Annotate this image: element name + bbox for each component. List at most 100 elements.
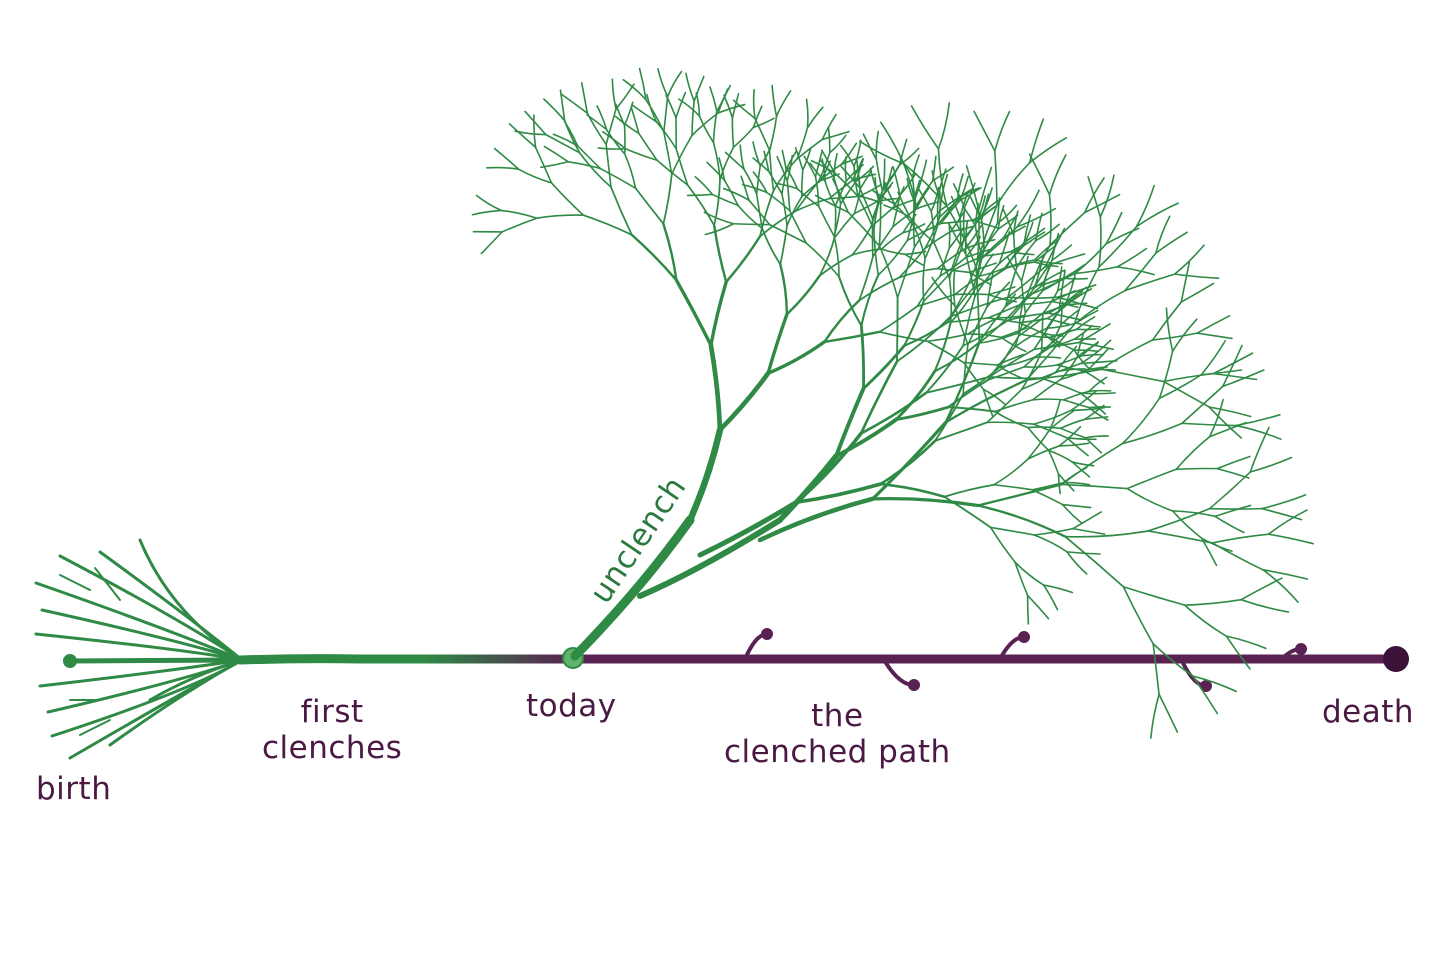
growth-branch [1212, 372, 1258, 381]
today-label: today [526, 688, 617, 724]
growth-branch [903, 162, 948, 207]
growth-branch [1020, 255, 1029, 282]
growth-branch [1042, 584, 1074, 594]
growth-branch [1016, 189, 1040, 228]
growth-branch [873, 190, 884, 231]
growth-branch [657, 68, 669, 98]
growth-branch [962, 361, 998, 366]
growth-branch [1171, 510, 1203, 540]
growth-branch [1024, 289, 1044, 314]
growth-branch [1076, 332, 1085, 358]
growth-branch [1049, 399, 1061, 431]
growth-branch [1240, 577, 1283, 601]
growth-branch [1070, 390, 1097, 412]
growth-branch [877, 239, 909, 276]
growth-branch [1098, 225, 1138, 268]
growth-branch [1260, 507, 1303, 521]
growth-branch [880, 231, 904, 250]
growth-branch [743, 168, 758, 195]
growth-branch [1032, 340, 1059, 359]
growth-branch [938, 197, 962, 219]
growth-branch [894, 369, 937, 422]
growth-branch [926, 340, 965, 364]
growth-branch [1162, 380, 1210, 408]
growth-branch [752, 117, 775, 129]
growth-branch [1100, 368, 1165, 383]
growth-branch [794, 197, 830, 212]
growth-branch [963, 182, 976, 208]
growth-branch [1064, 535, 1125, 588]
growth-branch [1124, 252, 1157, 292]
growth-branch [1055, 368, 1087, 373]
growth-branch [1122, 585, 1154, 645]
growth-branch [611, 78, 617, 110]
growth-branch [931, 155, 937, 182]
growth-branch [1222, 369, 1265, 388]
growth-branch [475, 194, 503, 212]
growth-branch [821, 130, 850, 141]
growth-branch [717, 370, 771, 433]
growth-branch [987, 317, 1020, 324]
growth-branch [1240, 598, 1290, 613]
growth-branch [833, 152, 838, 179]
growth-branch [968, 262, 997, 274]
growth-branch [897, 191, 911, 219]
growth-branch [576, 145, 602, 170]
growth-branch [1126, 468, 1178, 490]
growth-branch [911, 154, 920, 179]
growth-branch [993, 458, 1029, 486]
growth-branch [1033, 269, 1066, 289]
growth-branch [752, 157, 770, 173]
growth-branch [840, 165, 861, 189]
growth-branch [878, 482, 946, 499]
growth-branch [997, 204, 1005, 230]
growth-branch [732, 99, 756, 120]
growth-branch [964, 253, 976, 298]
growth-branch [1066, 551, 1088, 575]
growth-branch [1026, 244, 1051, 298]
growth-branch [946, 286, 975, 324]
birth-branch [58, 554, 244, 662]
clenched-path-label: the clenched path [724, 698, 951, 770]
growth-branch [896, 296, 899, 363]
growth-branch [1073, 289, 1126, 326]
growth-branch [834, 386, 866, 459]
growth-branch [1073, 349, 1090, 370]
growth-branch [858, 183, 882, 198]
growth-branch [480, 231, 503, 255]
growth-branch [980, 193, 990, 221]
growth-branch [724, 151, 745, 170]
growth-branch [814, 175, 820, 207]
unclench-growth-tree [471, 67, 1314, 739]
growth-branch [1004, 285, 1036, 308]
birth-branch [108, 658, 244, 747]
growth-branch [695, 92, 701, 117]
growth-branch [1208, 471, 1252, 510]
growth-branch [1080, 339, 1112, 365]
growth-branch [752, 171, 768, 194]
growth-branch [697, 499, 800, 558]
growth-branch [996, 204, 1018, 225]
growth-branch [833, 202, 842, 237]
growth-branch [1121, 397, 1161, 445]
growth-branch [535, 214, 585, 220]
growth-branch [691, 100, 695, 137]
growth-branch [823, 330, 881, 344]
growth-branch [779, 224, 788, 266]
growth-branch [631, 104, 658, 123]
growth-branch [1058, 288, 1093, 313]
growth-branch [858, 187, 874, 220]
growth-branch [1058, 442, 1090, 447]
growth-branch [662, 173, 673, 225]
growth-branch [939, 187, 974, 212]
growth-branch [1171, 510, 1216, 518]
growth-branch [1158, 693, 1179, 733]
growth-branch [638, 67, 647, 101]
growth-branch [982, 388, 994, 418]
growth-branch [1225, 635, 1267, 650]
growth-branch [560, 93, 589, 114]
growth-branch [771, 84, 778, 117]
growth-branch [1007, 265, 1047, 299]
growth-branch [1214, 504, 1252, 518]
growth-branch [915, 187, 930, 210]
